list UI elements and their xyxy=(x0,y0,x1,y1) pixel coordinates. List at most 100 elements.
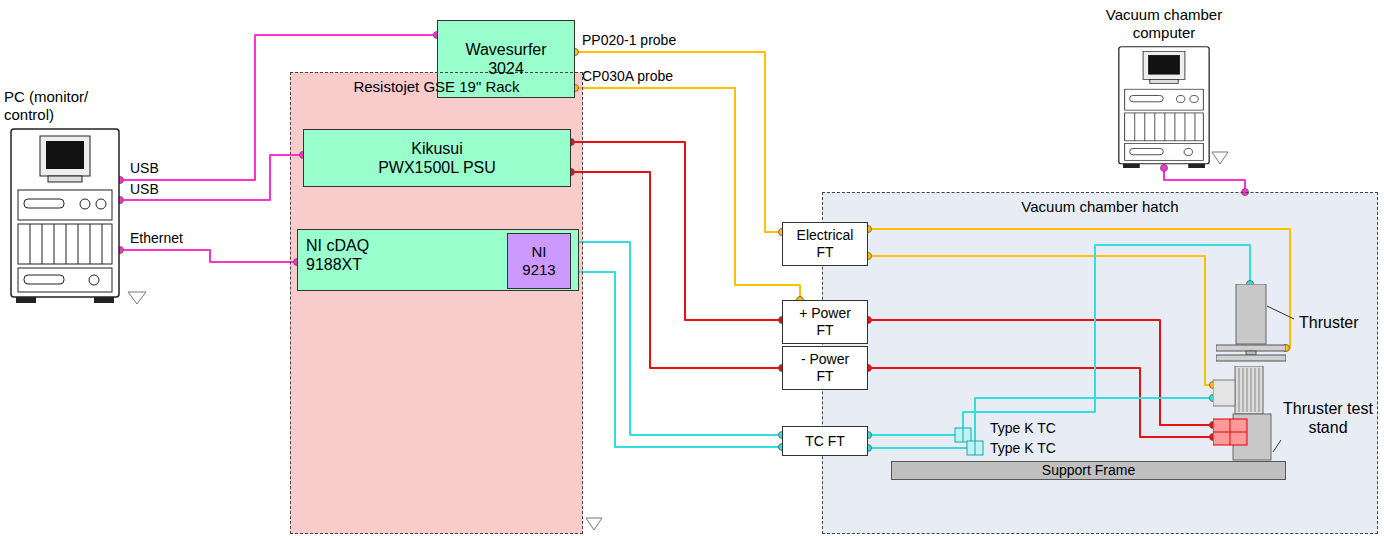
flange xyxy=(1216,345,1286,351)
rack-region: Resistojet GSE 19" RackKikusui PWX1500L … xyxy=(290,72,583,534)
leader-line xyxy=(1273,440,1281,452)
node-text: Thruster test stand xyxy=(1279,399,1377,437)
drive-slot xyxy=(24,199,64,208)
instrument-box: NI cDAQ 9188XT NI 9213 xyxy=(297,229,579,291)
monitor xyxy=(40,136,90,176)
feedthrough-box: + Power FT xyxy=(782,300,868,344)
ground-symbol xyxy=(1212,152,1228,164)
drive-bay xyxy=(1125,89,1204,110)
wire-connector xyxy=(571,272,782,447)
button xyxy=(89,275,99,285)
node-text: TC FT xyxy=(805,433,845,450)
sensor-label: Type K TC xyxy=(990,440,1056,457)
node-text: Thruster xyxy=(1299,313,1359,332)
vent-lines xyxy=(1135,113,1195,141)
node-text: + Power FT xyxy=(795,305,855,339)
wire-connector xyxy=(120,250,297,262)
ground-symbol xyxy=(128,292,146,304)
computer-icon xyxy=(10,128,120,303)
monitor-stand xyxy=(48,176,82,182)
flange-spacer xyxy=(1246,351,1256,355)
tc-connector xyxy=(967,441,983,455)
node-text: Kikusui PWX1500L PSU xyxy=(372,139,502,177)
wire-connector xyxy=(571,172,782,368)
node-text: NI cDAQ 9188XT xyxy=(306,236,386,274)
connection-label: USB xyxy=(130,160,159,177)
vent-panel xyxy=(18,224,112,264)
vent-lines xyxy=(30,224,102,264)
connection-label: PP020-1 probe xyxy=(582,32,676,49)
foot xyxy=(94,297,114,303)
lower-bay xyxy=(18,268,112,292)
flange xyxy=(1216,355,1286,361)
terminal-dot xyxy=(1161,165,1168,172)
monitor xyxy=(1143,52,1185,80)
test-stand-drawing: Thruster test stand xyxy=(1213,366,1273,461)
monitor-stand xyxy=(1150,79,1178,83)
connection-label: USB xyxy=(130,181,159,198)
drive-bay xyxy=(18,190,112,220)
stand-fins xyxy=(1239,368,1259,412)
stand-column xyxy=(1235,366,1263,414)
node-text: Electrical FT xyxy=(789,227,861,261)
sensor-label: Type K TC xyxy=(990,420,1056,437)
module-box: NI 9213 xyxy=(507,233,571,289)
computer-icon: Vacuum chamber computer xyxy=(1118,46,1210,168)
tc-connector-split xyxy=(975,441,976,455)
tc-connector xyxy=(955,428,971,442)
lower-bay xyxy=(1125,144,1204,161)
computer-icon xyxy=(1118,46,1210,168)
button xyxy=(1177,95,1185,102)
foot xyxy=(1123,164,1140,168)
wire-connector xyxy=(868,245,1250,435)
foot xyxy=(16,297,36,303)
sensor-plate xyxy=(1213,380,1235,406)
monitor-screen xyxy=(46,141,84,169)
node-text: Resistojet GSE 19" Rack xyxy=(353,78,519,96)
test-stand-drawing xyxy=(1213,366,1273,461)
drive-slot xyxy=(1130,148,1163,154)
connector-group xyxy=(117,32,1291,452)
feedthrough-box: TC FT xyxy=(782,426,868,456)
instrument-box: Kikusui PWX1500L PSU xyxy=(303,129,571,187)
thruster-drawing: Thruster xyxy=(1216,284,1286,364)
node-text: Support Frame xyxy=(1042,462,1135,479)
node-text: Wavesurfer 3024 xyxy=(456,40,556,78)
node-text: - Power FT xyxy=(795,351,855,385)
ground-symbol xyxy=(586,518,602,530)
hatch-fill xyxy=(822,192,1378,534)
computer-icon: PC (monitor/ control) xyxy=(10,128,120,303)
node-text: NI 9213 xyxy=(519,243,559,279)
power-terminal xyxy=(1213,419,1247,445)
terminal-split xyxy=(1230,419,1231,445)
monitor-screen xyxy=(1148,55,1180,75)
wire-connector xyxy=(868,229,1290,348)
thruster-drawing xyxy=(1216,284,1286,364)
connection-label: CP030A probe xyxy=(582,68,673,85)
wire-connector xyxy=(571,142,782,320)
thruster-body xyxy=(1236,284,1266,344)
rack-fill xyxy=(290,72,583,534)
wire-connector xyxy=(868,368,1213,437)
feedthrough-box: - Power FT xyxy=(782,346,868,390)
wire-connector xyxy=(120,155,303,200)
computer-case xyxy=(11,129,119,297)
drive-slot xyxy=(24,275,64,284)
hatch-region: Vacuum chamber hatchThrusterThruster tes… xyxy=(822,192,1378,534)
leader-line xyxy=(1267,306,1294,319)
computer-case xyxy=(1119,47,1209,164)
button xyxy=(96,199,106,209)
wire-connector xyxy=(1164,168,1245,192)
connection-label: Ethernet xyxy=(130,230,183,247)
button xyxy=(1190,95,1198,102)
node-text: PC (monitor/ control) xyxy=(4,88,116,124)
wire-connector xyxy=(868,320,1213,425)
wire-connector xyxy=(575,88,800,300)
vent-panel xyxy=(1125,113,1204,141)
node-text: Vacuum chamber hatch xyxy=(1021,198,1178,216)
button xyxy=(80,199,90,209)
support-frame: Support Frame xyxy=(891,461,1286,480)
feedthrough-box: Electrical FT xyxy=(782,222,868,266)
node-text: Vacuum chamber computer xyxy=(1097,6,1232,42)
